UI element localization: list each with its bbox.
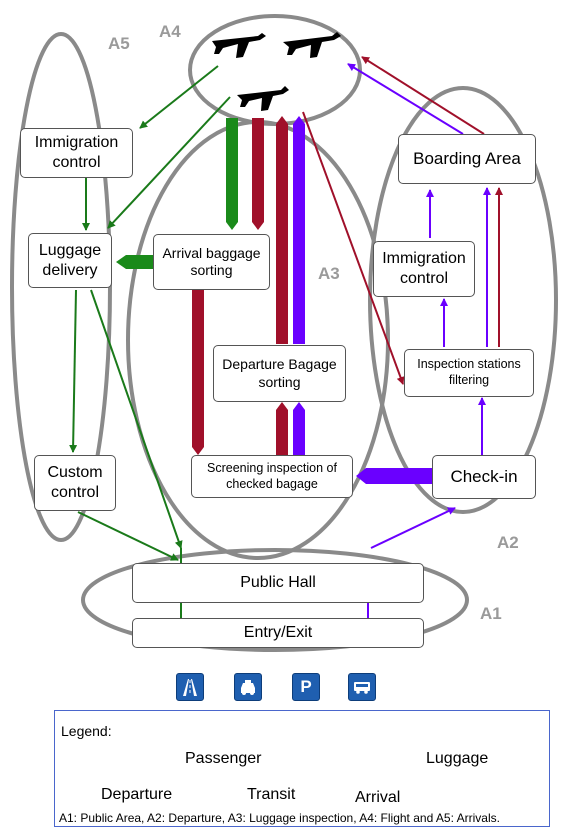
- zone-label-a3: A3: [318, 264, 340, 283]
- node-arrival-baggage-sorting: Arrival baggage sorting: [153, 234, 270, 290]
- zone-label-a5: A5: [108, 34, 130, 53]
- node-custom-control: Custom control: [34, 455, 116, 511]
- transit-luggage-arrow: [276, 116, 288, 344]
- zone-a1-ellipse: [81, 548, 469, 652]
- node-public-hall: Public Hall: [132, 563, 424, 603]
- departure-luggage-arrow: [356, 468, 432, 484]
- highway-icon: [176, 673, 204, 701]
- legend-passenger-label: Passenger: [185, 750, 262, 767]
- departure-passenger-arrow: [370, 507, 456, 549]
- node-immigration-control-arrival: Immigration control: [20, 128, 133, 178]
- transit-passenger-arrow: [302, 111, 405, 385]
- departure-luggage-arrow: [293, 116, 305, 344]
- arrival-passenger-arrow: [139, 65, 219, 129]
- zone-label-a1: A1: [480, 604, 502, 623]
- taxi-icon: [234, 673, 262, 701]
- zone-a4-ellipse: [188, 14, 362, 126]
- node-immigration-control-departure: Immigration control: [373, 241, 475, 297]
- node-entry-exit: Entry/Exit: [132, 618, 424, 648]
- legend-transit-label: Transit: [247, 786, 296, 803]
- transit-luggage-arrow: [192, 290, 204, 455]
- arrival-passenger-arrow: [107, 96, 231, 229]
- airplane-icon: [283, 32, 341, 58]
- transit-passenger-arrow: [361, 56, 485, 135]
- zone-label-a2: A2: [497, 533, 519, 552]
- arrival-luggage-arrow: [226, 118, 238, 230]
- parking-icon: P: [292, 673, 320, 701]
- arrival-passenger-arrow: [77, 511, 179, 561]
- airplane-icon: [212, 33, 266, 58]
- departure-passenger-arrow: [347, 63, 464, 135]
- node-departure-bagage-sorting: Departure Bagage sorting: [213, 345, 346, 402]
- arrival-passenger-arrow: [69, 289, 78, 453]
- legend: Legend: Passenger Luggage Departure Tran…: [54, 710, 550, 827]
- airplane-icon: [237, 86, 289, 111]
- departure-luggage-arrow: [293, 402, 305, 455]
- bus-icon: [348, 673, 376, 701]
- node-check-in: Check-in: [432, 455, 536, 499]
- node-screening-inspection: Screening inspection of checked bagage: [191, 455, 353, 498]
- node-inspection-stations: Inspection stations filtering: [404, 349, 534, 397]
- transit-luggage-arrow: [276, 402, 288, 455]
- zone-label-a4: A4: [159, 22, 181, 41]
- legend-luggage-label: Luggage: [426, 750, 489, 767]
- arrival-luggage-arrow: [116, 255, 153, 269]
- arrival-passenger-arrow: [90, 289, 183, 549]
- legend-title: Legend:: [61, 723, 112, 739]
- zone-a2-ellipse: [368, 86, 558, 514]
- node-luggage-delivery: Luggage delivery: [28, 233, 112, 288]
- legend-arrival-label: Arrival: [355, 789, 401, 806]
- transit-luggage-arrow: [252, 118, 264, 230]
- node-boarding-area: Boarding Area: [398, 134, 536, 184]
- legend-departure-label: Departure: [101, 786, 173, 803]
- legend-caption: A1: Public Area, A2: Departure, A3: Lugg…: [59, 811, 500, 825]
